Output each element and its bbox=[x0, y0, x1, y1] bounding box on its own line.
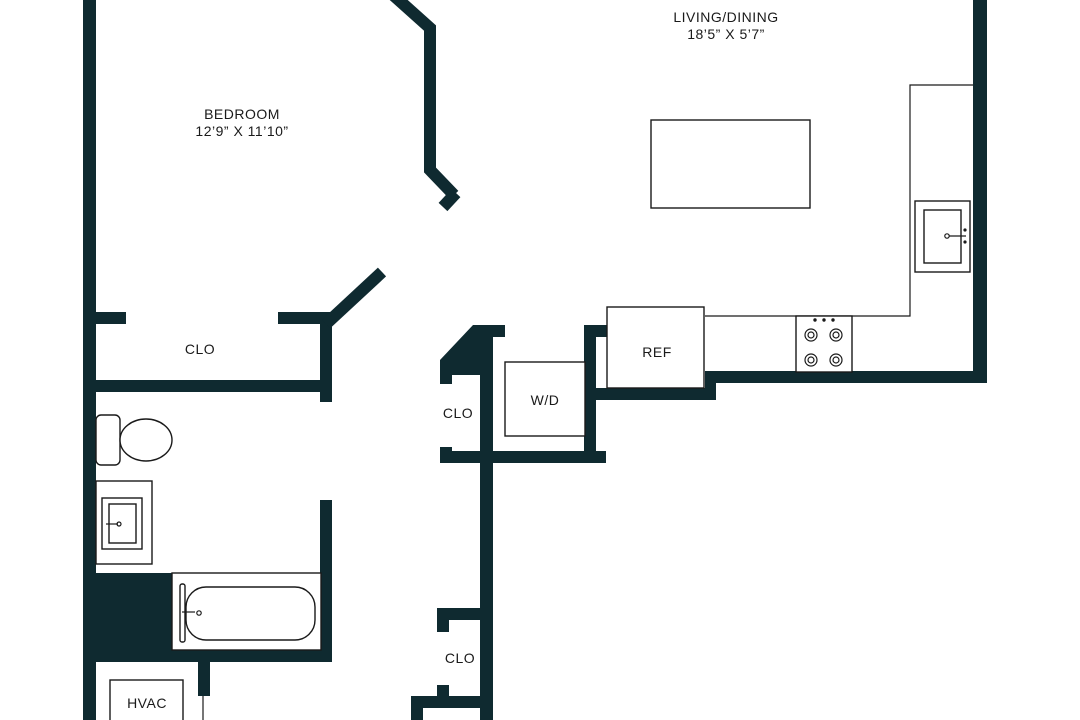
room-name: BEDROOM bbox=[204, 106, 280, 122]
room-name: LIVING/DINING bbox=[673, 9, 779, 25]
burner-icon bbox=[804, 328, 843, 367]
faucet-icon bbox=[116, 521, 122, 527]
stove-knobs-icon bbox=[813, 318, 835, 322]
bedroom-angled-wall bbox=[389, 0, 459, 200]
room-dimensions: 12’9” X 11’10” bbox=[195, 123, 289, 139]
refrigerator-label: REF bbox=[642, 344, 672, 360]
stove bbox=[795, 315, 853, 373]
hall-closet-2-label: CLO bbox=[444, 650, 476, 666]
washer-dryer-label: W/D bbox=[530, 392, 560, 408]
walls bbox=[83, 0, 987, 720]
hall-wall bbox=[480, 325, 493, 720]
hall-closet-1-label: CLO bbox=[442, 405, 474, 421]
bedroom-closet-label: CLO bbox=[184, 341, 216, 357]
bath-filled-block bbox=[96, 573, 174, 653]
right-exterior-wall bbox=[973, 0, 987, 383]
toilet-bowl bbox=[119, 418, 173, 462]
kitchen-bottom-wall bbox=[705, 371, 987, 383]
room-dimensions: 18’5” X 5’7” bbox=[687, 26, 765, 42]
hvac-label: HVAC bbox=[127, 695, 167, 711]
hvac-unit bbox=[109, 679, 184, 720]
refrigerator-box bbox=[606, 306, 705, 389]
left-exterior-wall bbox=[83, 0, 96, 720]
living-dining-label: LIVING/DINING 18’5” X 5’7” bbox=[673, 9, 778, 43]
kitchen-island bbox=[650, 119, 811, 209]
bedroom-door-wall bbox=[321, 267, 387, 329]
toilet-tank bbox=[95, 414, 121, 466]
bathtub bbox=[185, 586, 316, 641]
washer-dryer-box bbox=[504, 361, 586, 437]
bedroom-label: BEDROOM 12’9” X 11’10” bbox=[195, 106, 288, 140]
